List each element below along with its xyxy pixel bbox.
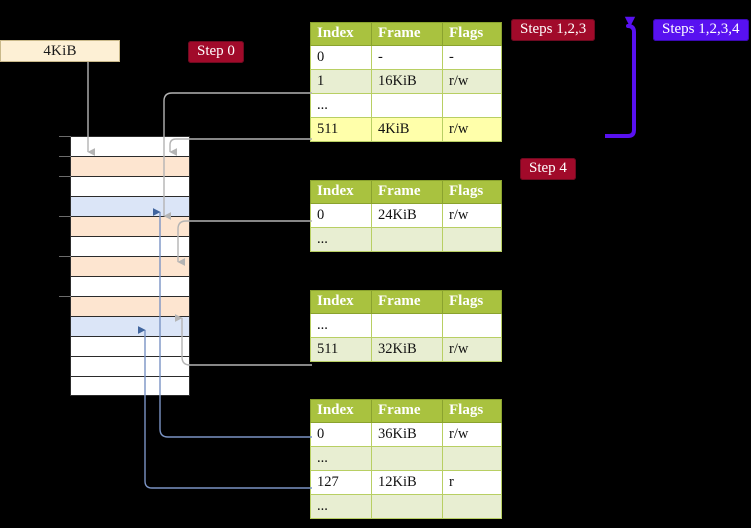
memory-frame-row — [59, 136, 190, 156]
physical-memory-column — [59, 136, 190, 414]
table-cell-frame: 4KiB — [371, 117, 443, 142]
memory-frame-tick — [59, 136, 71, 137]
memory-frame-tick — [59, 176, 71, 177]
table-cell-frame — [371, 446, 443, 471]
table-cell-flags: r/w — [442, 69, 502, 94]
table-cell-frame: 32KiB — [371, 337, 443, 362]
table-cell-flags — [442, 227, 502, 252]
table-cell-index: 0 — [310, 203, 372, 228]
column-header-frame: Frame — [371, 399, 443, 423]
table-cell-index: ... — [310, 313, 372, 338]
column-header-flags: Flags — [442, 180, 502, 204]
table-cell-frame — [371, 313, 443, 338]
table-row: ... — [310, 93, 502, 118]
badge-step-4: Step 4 — [520, 158, 576, 181]
table-row: ... — [310, 227, 502, 252]
table-cell-flags: r/w — [442, 422, 502, 447]
badge-steps-1234: Steps 1,2,3,4 — [653, 19, 749, 42]
memory-frame-row — [59, 296, 190, 316]
memory-frame-row — [59, 256, 190, 276]
column-header-index: Index — [310, 22, 372, 46]
table-cell-index: ... — [310, 93, 372, 118]
table-cell-frame: 24KiB — [371, 203, 443, 228]
table-cell-index: ... — [310, 494, 372, 519]
table-cell-flags — [442, 494, 502, 519]
table-cell-flags: r/w — [442, 117, 502, 142]
table-cell-flags — [442, 313, 502, 338]
memory-frame-row — [70, 356, 190, 376]
table-cell-index: ... — [310, 227, 372, 252]
memory-frame-tick — [59, 216, 71, 217]
table-cell-frame — [371, 227, 443, 252]
memory-size-box: 4KiB — [0, 40, 120, 62]
table-row: ... — [310, 494, 502, 519]
table-cell-frame — [371, 494, 443, 519]
memory-frame-row — [70, 336, 190, 356]
memory-frame-row — [70, 316, 190, 336]
memory-frame-tick — [59, 296, 71, 297]
table-cell-frame: 12KiB — [371, 470, 443, 495]
memory-frame-row — [59, 216, 190, 236]
column-header-flags: Flags — [442, 290, 502, 314]
memory-frame-row — [70, 276, 190, 296]
table-cell-flags: r/w — [442, 337, 502, 362]
table-row: 0-- — [310, 45, 502, 70]
table-cell-index: 511 — [310, 337, 372, 362]
table-cell-index: 0 — [310, 45, 372, 70]
column-header-frame: Frame — [371, 180, 443, 204]
memory-frame-row — [70, 236, 190, 256]
table-cell-index: 0 — [310, 422, 372, 447]
column-header-index: Index — [310, 180, 372, 204]
table-cell-index: 511 — [310, 117, 372, 142]
table-cell-frame — [371, 93, 443, 118]
table-cell-index: ... — [310, 446, 372, 471]
table-cell-frame: 36KiB — [371, 422, 443, 447]
memory-frame-row — [70, 376, 190, 396]
table-cell-flags: r — [442, 470, 502, 495]
table-cell-flags: - — [442, 45, 502, 70]
column-header-index: Index — [310, 399, 372, 423]
table-cell-flags — [442, 93, 502, 118]
table-row: ... — [310, 313, 502, 338]
column-header-frame: Frame — [371, 290, 443, 314]
memory-frame-row — [59, 176, 190, 196]
column-header-flags: Flags — [442, 22, 502, 46]
memory-frame-tick — [59, 156, 71, 157]
column-header-index: Index — [310, 290, 372, 314]
memory-frame-row — [70, 196, 190, 216]
badge-steps-123: Steps 1,2,3 — [511, 19, 596, 42]
table-cell-flags — [442, 446, 502, 471]
memory-size-label: 4KiB — [43, 42, 77, 59]
table-cell-frame: 16KiB — [371, 69, 443, 94]
column-header-flags: Flags — [442, 399, 502, 423]
column-header-frame: Frame — [371, 22, 443, 46]
memory-frame-row — [59, 156, 190, 176]
memory-frame-tick — [59, 256, 71, 257]
table-cell-index: 127 — [310, 470, 372, 495]
table-cell-flags: r/w — [442, 203, 502, 228]
table-cell-frame: - — [371, 45, 443, 70]
table-row: ... — [310, 446, 502, 471]
badge-step-0: Step 0 — [188, 41, 244, 64]
table-cell-index: 1 — [310, 69, 372, 94]
